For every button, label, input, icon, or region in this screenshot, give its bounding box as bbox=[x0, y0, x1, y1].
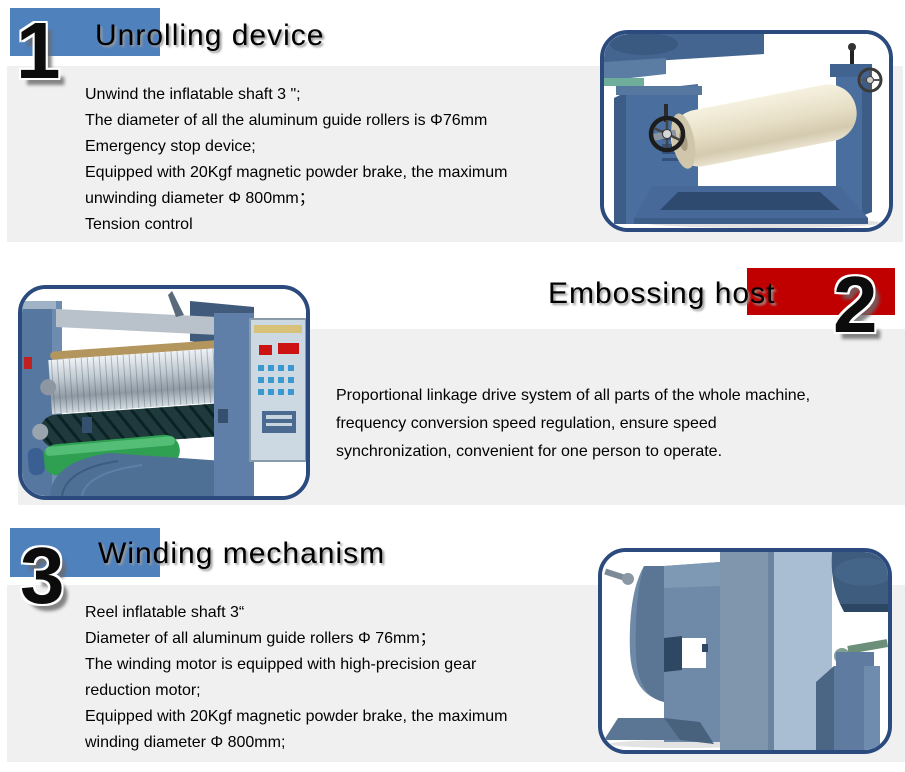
section-number-1: 1 bbox=[16, 6, 61, 95]
section-number-2: 2 bbox=[833, 260, 878, 349]
spec-line: synchronization, convenient for one pers… bbox=[336, 443, 723, 460]
winding-title: Winding mechanism bbox=[98, 537, 386, 570]
winding-mechanism-illustration bbox=[602, 552, 888, 750]
embossing-specs: Proportional linkage drive system of all… bbox=[336, 382, 810, 466]
spec-line: frequency conversion speed regulation, e… bbox=[336, 415, 717, 432]
unrolling-title: Unrolling device bbox=[95, 19, 325, 52]
spec-line: Equipped with 20Kgf magnetic powder brak… bbox=[85, 164, 508, 181]
embossing-host-illustration bbox=[22, 289, 306, 496]
spec-line: Unwind the inflatable shaft 3 "; bbox=[85, 86, 301, 103]
spec-line: Emergency stop device; bbox=[85, 138, 256, 155]
spec-line: Tension control bbox=[85, 216, 193, 233]
winding-specs: Reel inflatable shaft 3“ Diameter of all… bbox=[85, 600, 507, 756]
embossing-host-photo bbox=[18, 285, 310, 500]
spec-line: unwinding diameter Φ 800mm； bbox=[85, 190, 315, 207]
unrolling-device-photo bbox=[600, 30, 893, 232]
spec-line: reduction motor; bbox=[85, 682, 201, 699]
winding-mechanism-photo bbox=[598, 548, 892, 754]
winding-header-bar bbox=[10, 528, 160, 577]
embossing-title: Embossing host bbox=[548, 277, 776, 310]
unrolling-header-bar bbox=[10, 8, 160, 56]
embossing-header-bar bbox=[747, 268, 895, 315]
spec-line: Reel inflatable shaft 3“ bbox=[85, 604, 245, 621]
spec-line: The diameter of all the aluminum guide r… bbox=[85, 112, 488, 129]
spec-line: Diameter of all aluminum guide rollers Φ… bbox=[85, 630, 436, 647]
spec-line: winding diameter Φ 800mm; bbox=[85, 734, 286, 751]
section-number-3: 3 bbox=[20, 531, 65, 620]
spec-line: Equipped with 20Kgf magnetic powder brak… bbox=[85, 708, 508, 725]
unrolling-device-illustration bbox=[604, 34, 889, 228]
unrolling-specs: Unwind the inflatable shaft 3 "; The dia… bbox=[85, 82, 507, 238]
spec-line: Proportional linkage drive system of all… bbox=[336, 387, 811, 404]
spec-line: The winding motor is equipped with high-… bbox=[85, 656, 477, 673]
